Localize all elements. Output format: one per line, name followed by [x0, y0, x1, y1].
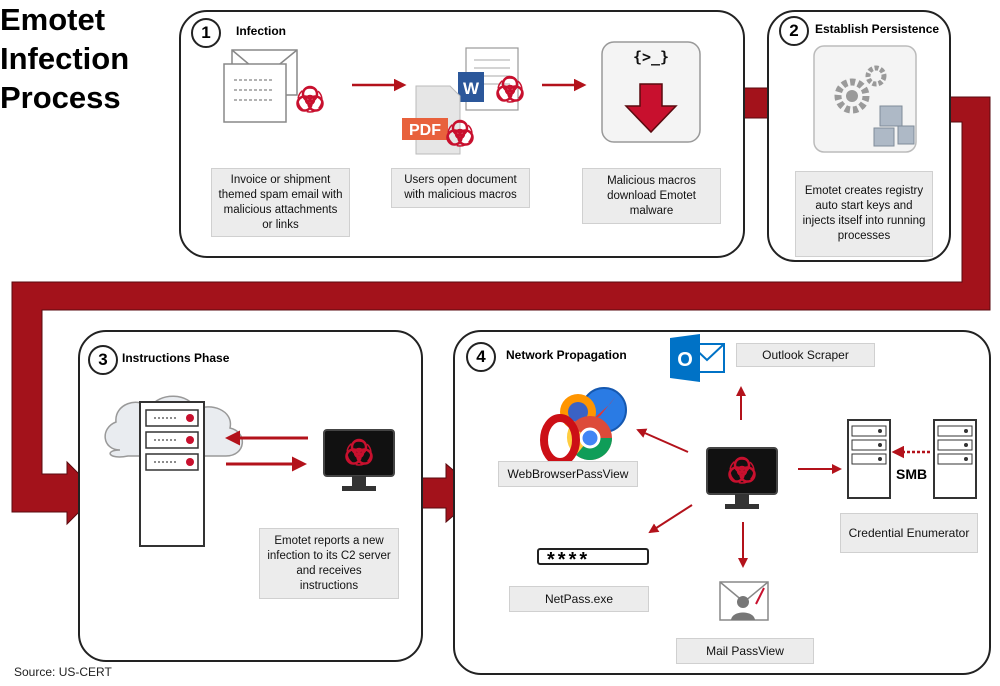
gears-icon [834, 65, 887, 114]
browser-icons [540, 387, 627, 466]
step-number-4: 4 [466, 342, 496, 372]
netpass-label: NetPass.exe [509, 586, 649, 612]
step-title-persistence: Establish Persistence [815, 22, 940, 36]
step-number-3: 3 [88, 345, 118, 375]
step-title-infection: Infection [236, 24, 286, 38]
document-icon: W PDF [402, 47, 524, 155]
center-monitor-icon [706, 447, 778, 509]
step-number-1: 1 [191, 18, 221, 48]
panel-instructions [78, 330, 423, 662]
word-document-icon [458, 72, 484, 102]
source-credit: Source: US-CERT [14, 665, 112, 679]
server-icon [139, 401, 205, 547]
c2-arrows [225, 430, 308, 472]
step-title-instructions: Instructions Phase [122, 351, 230, 365]
svg-text:{>_}: {>_} [633, 48, 669, 66]
outlook-scraper-label: Outlook Scraper [736, 343, 875, 367]
download-arrow-icon [624, 83, 678, 134]
c2-server-icon [104, 395, 243, 547]
mail-passview-label: Mail PassView [676, 638, 814, 664]
step-number-2: 2 [779, 16, 809, 46]
macro-caption: Malicious macros download Emotet malware [582, 168, 721, 224]
persistence-icon [813, 45, 917, 153]
svg-text:O: O [677, 349, 693, 371]
arrow-doc-to-macro [542, 78, 587, 92]
credential-enumerator-label: Credential Enumerator [840, 513, 978, 553]
arrow-email-to-doc [352, 78, 407, 92]
instructions-caption: Emotet reports a new infection to its C2… [259, 528, 399, 599]
macro-download-icon: {>_} [601, 41, 701, 143]
cubes-icon [873, 105, 915, 147]
email-icon [223, 49, 324, 123]
document-caption: Users open document with malicious macro… [391, 168, 530, 208]
password-field-icon: **** [537, 548, 649, 565]
email-caption: Invoice or shipment themed spam email wi… [211, 168, 350, 237]
step-title-propagation: Network Propagation [506, 348, 627, 362]
outlook-icon: O [670, 334, 725, 382]
page-title: Emotet Infection Process [0, 2, 130, 115]
mail-user-icon [719, 581, 769, 621]
smb-label: SMB [896, 466, 928, 482]
svg-text:PDF: PDF [409, 122, 441, 139]
webbrowserpassview-label: WebBrowserPassView [498, 461, 638, 487]
persistence-caption: Emotet creates registry auto start keys … [795, 171, 933, 257]
server-icon [847, 419, 891, 499]
credential-servers-icon [847, 419, 977, 499]
svg-text:W: W [463, 79, 480, 98]
monitor-icon [323, 429, 395, 491]
server-icon [933, 419, 977, 499]
